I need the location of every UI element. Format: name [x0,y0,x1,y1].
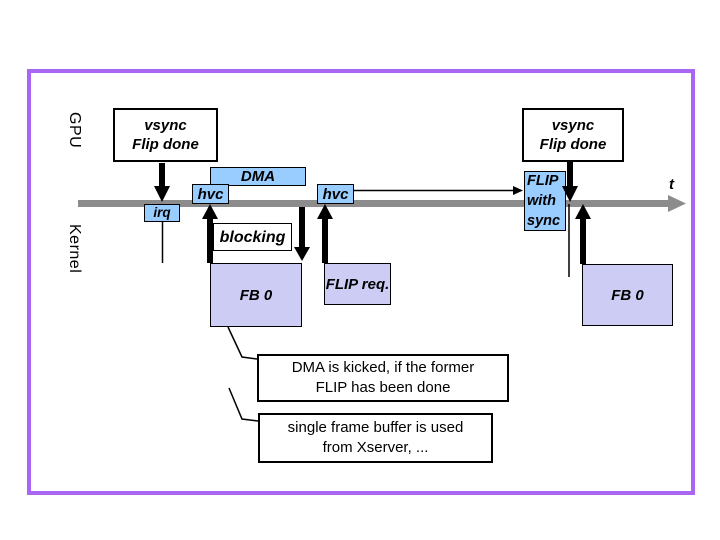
blocking-box: blocking [213,223,292,251]
vsync-flip-done-box-1: vsync Flip done [113,108,218,162]
fb0-box-right: FB 0 [582,264,673,326]
irq-box: irq [144,204,180,222]
callout-fb-line2: from Xserver, ... [322,439,429,456]
vsync-flip-done-box-2: vsync Flip done [522,108,624,162]
callout-fb-line1: single frame buffer is used [287,419,464,436]
kernel-lane-label: Kernel [66,224,83,274]
gpu-lane-label: GPU [66,112,83,149]
time-axis-label: t [669,176,674,193]
flip-done-label: Flip done [132,136,199,153]
callout-dma-line1: DMA is kicked, if the former [291,359,475,376]
flip-req-label: FLIP req. [325,275,390,293]
blocking-label: blocking [219,228,286,246]
flip-with-sync-box: FLIP with sync [524,171,566,231]
flip-label: FLIP [527,173,559,189]
vsync-label: vsync [144,117,187,134]
callout-dma-line2: FLIP has been done [315,379,451,396]
fb0-label: FB 0 [239,286,273,304]
flip-done-label: Flip done [539,136,607,153]
flip-req-box: FLIP req. [324,263,391,305]
fb0-label: FB 0 [611,286,644,304]
hvc-box-1: hvc [192,184,229,204]
hvc-label: hvc [322,185,349,203]
dma-label: DMA [240,168,276,185]
irq-label: irq [153,205,171,220]
callout-single-framebuffer: single frame buffer is used from Xserver… [258,413,493,463]
hvc-label: hvc [197,185,224,203]
fb0-box-left: FB 0 [210,263,302,327]
dma-box: DMA [210,167,306,186]
callout-dma-kicked: DMA is kicked, if the former FLIP has be… [257,354,509,402]
vsync-label: vsync [551,117,595,134]
hvc-box-2: hvc [317,184,354,204]
with-label: with [527,193,556,209]
sync-label: sync [527,213,561,229]
